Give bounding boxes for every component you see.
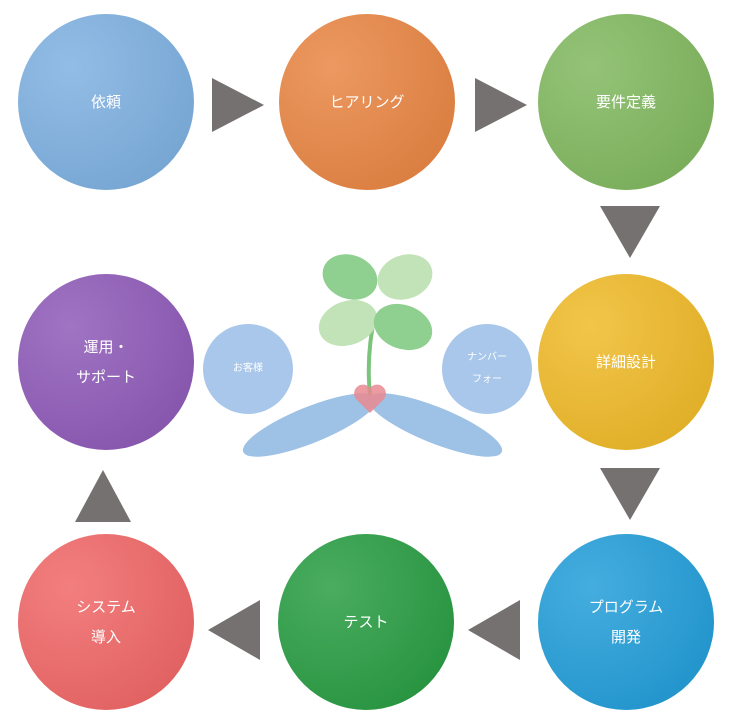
plant-icon	[242, 254, 503, 457]
customer-label: お客様	[233, 363, 263, 374]
step-request: 依頼	[18, 14, 194, 190]
step-label: 運用・	[83, 338, 129, 356]
step-operation-support: 運用・サポート	[18, 274, 194, 450]
step-label: 導入	[90, 628, 121, 646]
arrow-left-icon	[208, 600, 260, 660]
step-deployment: システム導入	[18, 534, 194, 710]
arrow-down-icon	[600, 468, 660, 520]
step-detailed-design: 詳細設計	[538, 274, 714, 450]
step-label: 開発	[610, 628, 641, 646]
arrow-down-icon	[600, 206, 660, 258]
step-label: 要件定義	[595, 93, 656, 111]
step-label: システム	[76, 598, 136, 616]
step-label: ヒアリング	[329, 93, 405, 111]
customer-circle: お客様	[203, 324, 293, 414]
company-circle: ナンバーフォー	[442, 324, 532, 414]
step-label: プログラム	[588, 598, 664, 616]
step-label: テスト	[343, 613, 389, 631]
arrow-up-icon	[75, 470, 131, 522]
step-label: 依頼	[90, 93, 121, 111]
arrow-right-icon	[475, 78, 527, 132]
company-label: フォー	[472, 374, 502, 385]
step-hearing: ヒアリング	[279, 14, 455, 190]
arrow-left-icon	[468, 600, 520, 660]
step-label: サポート	[75, 368, 136, 386]
arrow-right-icon	[212, 78, 264, 132]
step-test: テスト	[278, 534, 454, 710]
step-development: プログラム開発	[538, 534, 714, 710]
company-label: ナンバー	[467, 352, 507, 363]
step-requirements: 要件定義	[538, 14, 714, 190]
step-label: 詳細設計	[595, 353, 656, 371]
